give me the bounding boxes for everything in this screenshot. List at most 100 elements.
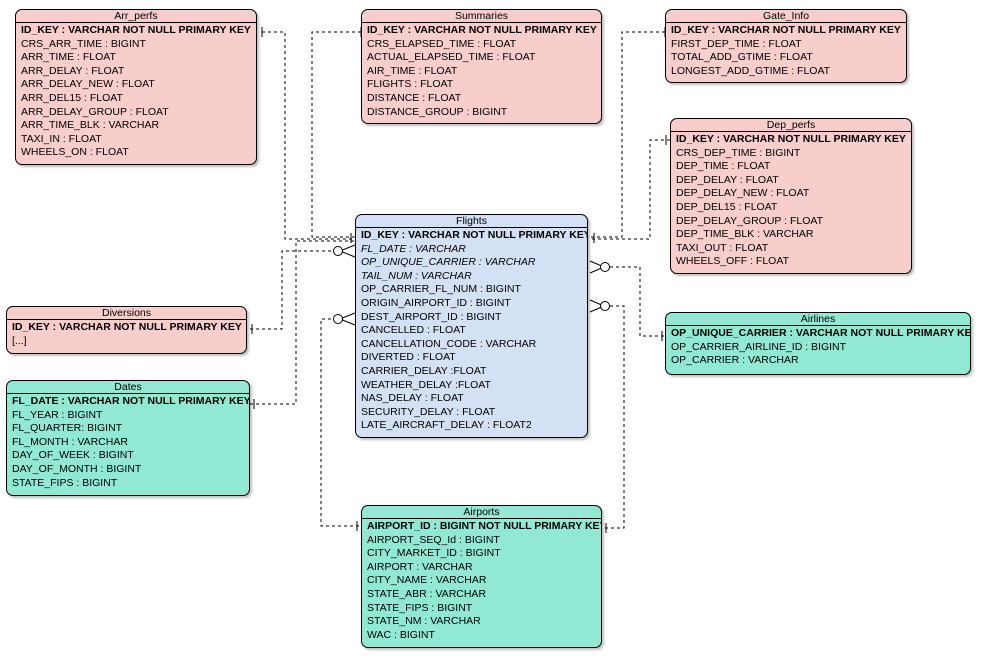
field-row[interactable]: LONGEST_ADD_GTIME : FLOAT — [671, 64, 831, 77]
link-summaries — [311, 31, 361, 238]
field-row[interactable]: AIRPORT_SEQ_Id : BIGINT — [367, 533, 500, 546]
field-row[interactable]: NAS_DELAY : FLOAT — [361, 392, 464, 405]
field-row[interactable]: STATE_NM : VARCHAR — [367, 615, 481, 628]
crow-circle-origin — [600, 301, 610, 311]
field-row[interactable]: AIRPORT : VARCHAR — [367, 560, 473, 573]
link-diversions — [250, 250, 337, 330]
field-row[interactable]: CRS_DEP_TIME : BIGINT — [676, 146, 801, 159]
field-row[interactable]: DIVERTED : FLOAT — [361, 351, 456, 364]
field-row[interactable]: DISTANCE : FLOAT — [367, 91, 462, 104]
field-row[interactable]: DEP_DEL15 : FLOAT — [676, 200, 778, 213]
entity-title: Arr_perfs — [16, 10, 256, 23]
entity-fields: ID_KEY : VARCHAR NOT NULL PRIMARY KEY,FL… — [356, 228, 587, 433]
primary-key-field[interactable]: ID_KEY : VARCHAR NOT NULL PRIMARY KEY — [12, 321, 242, 333]
field-row[interactable]: ARR_DEL15 : FLOAT — [21, 91, 123, 104]
crow-foot-origin — [589, 299, 606, 313]
field-row[interactable]: FL_YEAR : BIGINT — [12, 408, 103, 421]
field-row[interactable]: DAY_OF_MONTH : BIGINT — [12, 462, 142, 475]
field-row[interactable]: AIR_TIME : FLOAT — [367, 64, 458, 77]
primary-key-field[interactable]: FL_DATE : VARCHAR NOT NULL PRIMARY KEY — [12, 395, 250, 407]
field-row[interactable]: ORIGIN_AIRPORT_ID : BIGINT — [361, 296, 511, 309]
crow-foot-airlines — [589, 260, 606, 274]
field-row[interactable]: DEP_TIME_BLK : VARCHAR — [676, 228, 814, 241]
field-row[interactable]: ACTUAL_ELAPSED_TIME : FLOAT — [367, 51, 536, 64]
field-row[interactable]: [...] — [12, 334, 27, 347]
crow-circle-diversions — [333, 246, 343, 256]
field-row[interactable]: DEP_DELAY_NEW : FLOAT — [676, 187, 810, 200]
crow-circle-airlines — [600, 262, 610, 272]
field-row[interactable]: CANCELLED : FLOAT — [361, 324, 466, 337]
field-row[interactable]: WEATHER_DELAY :FLOAT — [361, 378, 491, 391]
entity-title: Diversions — [7, 307, 246, 320]
field-row[interactable]: FL_DATE : VARCHAR — [361, 242, 466, 255]
field-row[interactable]: OP_CARRIER : VARCHAR — [671, 354, 799, 367]
field-row[interactable]: FIRST_DEP_TIME : FLOAT — [671, 37, 802, 50]
crow-circle-dest — [333, 314, 343, 324]
field-row[interactable]: TAXI_OUT : FLOAT — [676, 241, 769, 254]
field-row[interactable]: TOTAL_ADD_GTIME : FLOAT — [671, 51, 813, 64]
field-row[interactable]: DEP_DELAY : FLOAT — [676, 173, 779, 186]
field-row[interactable]: STATE_ABR : VARCHAR — [367, 587, 487, 600]
field-row[interactable]: DISTANCE_GROUP : BIGINT — [367, 105, 508, 118]
primary-key-field[interactable]: ID_KEY : VARCHAR NOT NULL PRIMARY KEY — [671, 24, 901, 36]
field-row[interactable]: WHEELS_ON : FLOAT — [21, 146, 129, 159]
field-row[interactable]: WHEELS_OFF : FLOAT — [676, 255, 789, 268]
field-row[interactable]: OP_CARRIER_FL_NUM : BIGINT — [361, 283, 521, 296]
primary-key-field[interactable]: ID_KEY : VARCHAR NOT NULL PRIMARY KEY — [367, 24, 597, 36]
primary-key-field[interactable]: OP_UNIQUE_CARRIER : VARCHAR NOT NULL PRI… — [671, 327, 971, 339]
field-row[interactable]: ARR_TIME : FLOAT — [21, 51, 116, 64]
field-row[interactable]: ARR_TIME_BLK : VARCHAR — [21, 119, 160, 132]
field-row[interactable]: STATE_FIPS : BIGINT — [367, 601, 473, 614]
field-row[interactable]: DEP_DELAY_GROUP : FLOAT — [676, 214, 824, 227]
field-row[interactable]: CARRIER_DELAY :FLOAT — [361, 364, 487, 377]
field-row[interactable]: DEST_AIRPORT_ID : BIGINT — [361, 310, 502, 323]
entity-title: Flights — [356, 215, 587, 228]
field-row[interactable]: CITY_MARKET_ID : BIGINT — [367, 547, 501, 560]
field-row[interactable]: FLIGHTS : FLOAT — [367, 78, 454, 91]
field-row[interactable]: CANCELLATION_CODE : VARCHAR — [361, 337, 537, 350]
primary-key-field[interactable]: ID_KEY : VARCHAR NOT NULL PRIMARY KEY, — [361, 229, 588, 241]
field-row[interactable]: OP_UNIQUE_CARRIER : VARCHAR — [361, 256, 536, 269]
field-row[interactable]: CRS_ELAPSED_TIME : FLOAT — [367, 37, 517, 50]
primary-key-field[interactable]: ID_KEY : VARCHAR NOT NULL PRIMARY KEY — [21, 24, 251, 36]
entity-fields: OP_UNIQUE_CARRIER : VARCHAR NOT NULL PRI… — [666, 326, 970, 368]
field-row[interactable]: LATE_AIRCRAFT_DELAY : FLOAT2 — [361, 419, 532, 432]
field-row[interactable]: TAXI_IN : FLOAT — [21, 132, 102, 145]
entity-title: Dates — [7, 381, 249, 394]
entity-title: Airlines — [666, 313, 970, 326]
field-row[interactable]: WAC : BIGINT — [367, 628, 435, 641]
field-row[interactable]: FL_QUARTER: BIGINT — [12, 422, 123, 435]
field-row[interactable]: ARR_DELAY_NEW : FLOAT — [21, 78, 155, 91]
field-row[interactable]: CITY_NAME : VARCHAR — [367, 574, 487, 587]
field-row[interactable]: OP_CARRIER_AIRLINE_ID : BIGINT — [671, 340, 847, 353]
field-row[interactable]: STATE_FIPS : BIGINT — [12, 476, 118, 489]
primary-key-field[interactable]: ID_KEY : VARCHAR NOT NULL PRIMARY KEY — [676, 133, 906, 145]
field-row[interactable]: FL_MONTH : VARCHAR — [12, 435, 128, 448]
link-dep-perfs — [590, 139, 670, 240]
field-row[interactable]: CRS_ARR_TIME : BIGINT — [21, 37, 146, 50]
primary-key-field[interactable]: AIRPORT_ID : BIGINT NOT NULL PRIMARY KEY — [367, 520, 602, 532]
field-row[interactable]: TAIL_NUM : VARCHAR — [361, 269, 472, 282]
entity-title: Airports — [362, 506, 601, 519]
entity-title: Summaries — [362, 10, 601, 23]
crow-foot-diversions — [338, 244, 356, 258]
field-row[interactable]: SECURITY_DELAY : FLOAT — [361, 405, 496, 418]
field-row[interactable]: DAY_OF_WEEK : BIGINT — [12, 449, 134, 462]
field-row[interactable]: ARR_DELAY : FLOAT — [21, 64, 125, 77]
field-row[interactable]: ARR_DELAY_GROUP : FLOAT — [21, 105, 169, 118]
field-row[interactable]: DEP_TIME : FLOAT — [676, 160, 771, 173]
link-airlines — [610, 266, 665, 337]
